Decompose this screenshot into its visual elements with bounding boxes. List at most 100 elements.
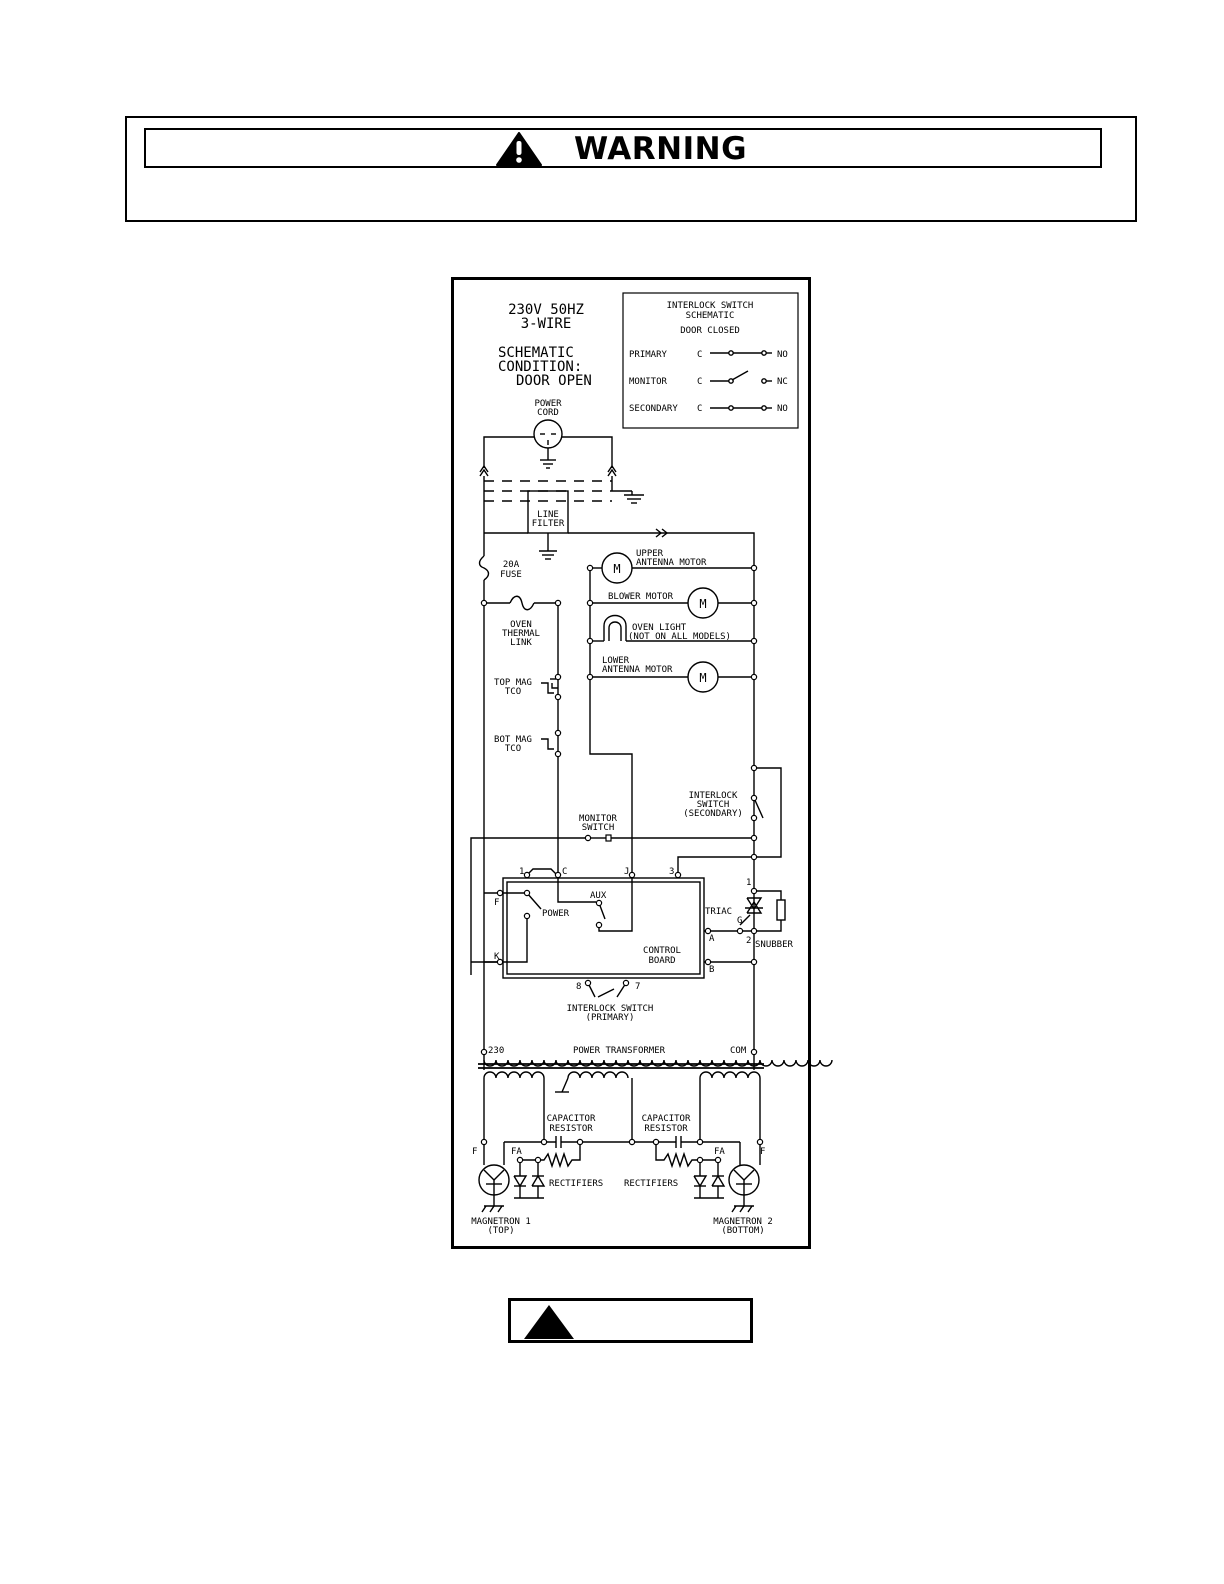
magnetron-2-f-label: F: [760, 1147, 765, 1157]
magnetron-2-position: (BOTTOM): [721, 1226, 764, 1236]
interlock-row-monitor-end: NC: [777, 377, 788, 387]
interlock-row-secondary-c: C: [697, 404, 702, 414]
rectifiers-1-label: RECTIFIERS: [549, 1179, 603, 1189]
power-cord-plug-icon: [533, 419, 563, 469]
oven-light-note: (NOT ON ALL MODELS): [628, 632, 731, 642]
terminal-c-label: C: [562, 867, 567, 877]
upper-antenna-motor-label: UPPER: [636, 549, 664, 559]
interlock-secondary-label-2: SWITCH: [697, 800, 730, 810]
warning-triangle-icon: [496, 132, 542, 166]
interlock-row-monitor-c: C: [697, 377, 702, 387]
power-cord-label-2: CORD: [537, 408, 559, 418]
interlock-schematic-box: [622, 292, 799, 429]
lower-antenna-motor-m: M: [699, 671, 706, 685]
triac-gate-label: G: [737, 916, 742, 926]
interlock-row-monitor: MONITOR: [629, 377, 668, 387]
interlock-box-title: INTERLOCK SWITCH: [667, 301, 754, 311]
power-transformer-label: POWER TRANSFORMER: [573, 1046, 666, 1056]
interlock-box-state: DOOR CLOSED: [680, 326, 740, 336]
triac-label: TRIAC: [705, 907, 732, 917]
interlock-row-secondary-end: NO: [777, 404, 788, 414]
supply-wires: 3-WIRE: [521, 316, 572, 332]
oven-light-label: OVEN LIGHT: [632, 623, 687, 633]
capacitor-resistor-1-label: CAPACITOR: [547, 1114, 596, 1124]
control-board-label-2: BOARD: [648, 956, 675, 966]
monitor-switch-label: MONITOR: [579, 814, 618, 824]
top-mag-tco-label: TOP MAG: [494, 678, 532, 688]
triac-terminal-2-label: 2: [746, 936, 751, 946]
interlock-row-primary: PRIMARY: [629, 350, 668, 360]
control-board-label: CONTROL: [643, 946, 681, 956]
thermal-link-label-2: THERMAL: [502, 629, 540, 639]
thermal-link-label: OVEN: [510, 620, 532, 630]
terminal-j-label: J: [624, 867, 629, 877]
supply-rating: 230V 50HZ: [508, 302, 584, 318]
caution-triangle-icon: [524, 1305, 574, 1339]
blower-motor-label: BLOWER MOTOR: [608, 592, 674, 602]
control-board-box: [502, 877, 705, 979]
interlock-monitor-symbol: [710, 370, 772, 384]
interlock-secondary-label-3: (SECONDARY): [683, 809, 743, 819]
terminal-b-label: B: [709, 965, 714, 975]
magnetron-2-label: MAGNETRON 2: [713, 1217, 773, 1227]
terminal-7-label: 7: [635, 982, 640, 992]
interlock-row-primary-c: C: [697, 350, 702, 360]
bot-mag-tco-label: BOT MAG: [494, 735, 532, 745]
terminal-a-label: A: [709, 934, 715, 944]
terminal-3-label: 3: [669, 867, 674, 877]
warning-header: WARNING: [144, 128, 1102, 168]
terminal-nodes: [480, 564, 764, 1164]
warning-panel: WARNING: [125, 116, 1137, 222]
upper-antenna-motor-label-2: ANTENNA MOTOR: [636, 558, 707, 568]
schematic-condition-value: DOOR OPEN: [516, 373, 592, 389]
interlock-row-secondary: SECONDARY: [629, 404, 678, 414]
oven-light-bulb-icon: [603, 614, 627, 641]
power-cord-label: POWER: [534, 399, 562, 409]
terminal-f-label: F: [494, 898, 499, 908]
transformer-230-label: 230: [488, 1046, 504, 1056]
fuse-label: FUSE: [500, 570, 522, 580]
bot-mag-tco-label-2: TCO: [505, 744, 521, 754]
triac-terminal-1-label: 1: [746, 878, 751, 888]
schematic-wires: [470, 292, 833, 1213]
upper-antenna-motor-m: M: [613, 562, 620, 576]
magnetron-1-fa-label: FA: [511, 1147, 522, 1157]
capacitor-resistor-1-label-2: RESISTOR: [549, 1124, 593, 1134]
capacitor-resistor-2-label-2: RESISTOR: [644, 1124, 688, 1134]
monitor-switch-label-2: SWITCH: [582, 823, 615, 833]
rectifiers-2-label: RECTIFIERS: [624, 1179, 678, 1189]
blower-motor-m: M: [699, 597, 706, 611]
caution-panel: [508, 1298, 753, 1343]
aux-relay-label: AUX: [590, 891, 607, 901]
interlock-box-subtitle: SCHEMATIC: [686, 311, 735, 321]
power-relay-label: POWER: [542, 909, 570, 919]
snubber-label: SNUBBER: [755, 940, 794, 950]
transformer-primary-coil: [483, 1059, 833, 1067]
warning-title: WARNING: [574, 131, 748, 167]
top-mag-tco-label-2: TCO: [505, 687, 521, 697]
interlock-primary-label-2: (PRIMARY): [586, 1013, 635, 1023]
schematic-condition-label: CONDITION:: [498, 359, 582, 375]
transformer-com-label: COM: [730, 1046, 747, 1056]
terminal-k-label: K: [494, 952, 500, 962]
lower-antenna-motor-label: LOWER: [602, 656, 630, 666]
capacitor-resistor-2-label: CAPACITOR: [642, 1114, 691, 1124]
magnetron-1-label: MAGNETRON 1: [471, 1217, 531, 1227]
wiring-diagram-frame: [451, 277, 811, 1249]
line-filter-label: LINE: [537, 510, 559, 520]
line-filter-label-2: FILTER: [532, 519, 565, 529]
fuse-rating: 20A: [503, 560, 520, 570]
interlock-row-primary-end: NO: [777, 350, 788, 360]
lower-antenna-motor-label-2: ANTENNA MOTOR: [602, 665, 673, 675]
terminal-8-label: 8: [576, 982, 581, 992]
interlock-secondary-symbol: [710, 405, 772, 411]
schematic-condition-title: SCHEMATIC: [498, 345, 574, 361]
thermal-link-label-3: LINK: [510, 638, 532, 648]
interlock-primary-label: INTERLOCK SWITCH: [567, 1004, 654, 1014]
interlock-primary-symbol: [710, 350, 772, 356]
terminal-1-label: 1: [519, 867, 524, 877]
magnetron-2-fa-label: FA: [714, 1147, 725, 1157]
magnetron-1-f-label: F: [472, 1147, 477, 1157]
magnetron-1-position: (TOP): [487, 1226, 514, 1236]
